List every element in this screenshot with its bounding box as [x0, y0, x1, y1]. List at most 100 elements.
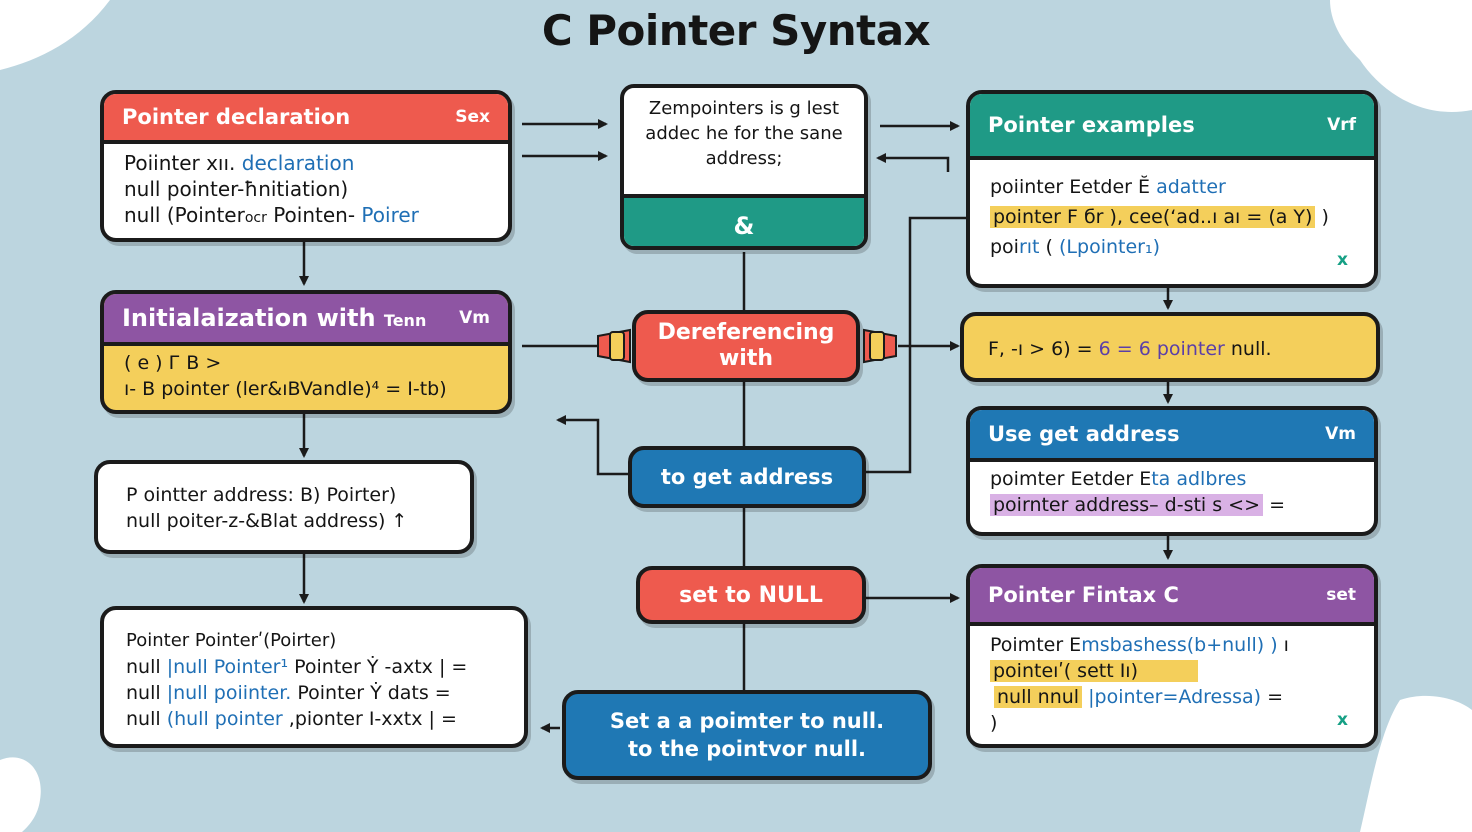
page-title: C Pointer Syntax — [541, 6, 931, 55]
initialization-title-text: Initialaization with — [122, 304, 376, 332]
code-text: ( — [1039, 236, 1060, 258]
code-text: ,pionter I-xxtx | = — [282, 708, 457, 730]
code-text: Pointer Pointerʹ(Poirter) — [126, 630, 337, 651]
address-operator-box: Ζempointers is g lest addec he for the s… — [620, 84, 868, 250]
expression-line: F, -ı > 6) = 6 = 6 pointer null. — [988, 336, 1356, 362]
declaration-tag: Sex — [455, 107, 490, 127]
null-line: Pointer Pointerʹ(Poirter) — [126, 628, 504, 654]
null-line: null |null poiinter. Pointer Ẏ dats = — [126, 680, 504, 706]
code-text: null — [126, 708, 167, 730]
declaration-title: Pointer declaration — [122, 105, 351, 129]
code-text: null (Pointer — [124, 203, 245, 227]
examples-line: poirıt ( (Lpointer₁) — [990, 232, 1354, 262]
initialization-card: Initialaization with Tenn Vm ( e ) Г B >… — [100, 290, 512, 414]
code-text: = — [1261, 686, 1284, 708]
initialization-tag: Vm — [459, 308, 490, 328]
code-keyword: |null Pointer¹ — [166, 656, 289, 678]
pointer-fintax-card: Pointer Fintax C set Poimter Emsbashess(… — [966, 564, 1378, 748]
code-keyword: (Lpointer₁) — [1059, 236, 1160, 258]
address-line: null poiter-z-&Blat address) ↑ — [126, 510, 408, 532]
use-address-title: Use get address — [988, 422, 1180, 446]
code-text: Pointen- — [266, 203, 362, 227]
code-text: null pointer-ħnitiation) — [124, 177, 349, 201]
get-address-pill: to get address — [628, 446, 866, 508]
dereferencing-label: with — [718, 346, 774, 371]
set-null-desc-line: Set a a poimter to null. — [609, 709, 885, 733]
code-text: ) — [1315, 206, 1329, 228]
initialization-header: Initialaization with Tenn Vm — [104, 294, 508, 346]
text-line: address; — [705, 148, 783, 169]
set-null-desc-line: to the pointᴠor null. — [627, 737, 867, 761]
set-null-pill: set to NULL — [636, 566, 866, 624]
pointer-declaration-card: Pointer declaration Sex Poiinter xıı. de… — [100, 90, 512, 242]
initialization-title: Initialaization with Tenn — [122, 304, 426, 332]
address-body: P ointter address: B) Poirter) null poit… — [98, 464, 470, 540]
use-address-card: Use get address Vm poimter Eetder Eta ad… — [966, 406, 1378, 536]
code-text: Pointer Ẏ dats = — [291, 682, 451, 704]
declaration-header: Pointer declaration Sex — [104, 94, 508, 144]
code-text: F, -ı > 6) = — [988, 338, 1099, 360]
code-text: null — [126, 656, 167, 678]
fintax-title: Pointer Fintax C — [988, 583, 1179, 607]
code-highlight: pointeıʹ( sett Iı) — [990, 660, 1198, 682]
code-keyword: declaration — [241, 151, 355, 175]
code-highlight: null nnul — [994, 686, 1083, 708]
dereferencing-pill: Dereferencing with — [632, 310, 860, 382]
address-operator-text: Ζempointers is g lest addec he for the s… — [624, 88, 864, 194]
examples-line: pointer F бr ), cee(ʻad..ı aı = (a Y) ) — [990, 202, 1354, 232]
code-text: null. — [1224, 338, 1272, 360]
code-keyword: msbashess(b+null) ) — [1081, 634, 1278, 656]
text-line: addec he for the sane — [645, 123, 843, 144]
code-text: Poiinter xıı. — [124, 151, 242, 175]
declaration-line: Poiinter xıı. declaration — [124, 150, 488, 176]
check-mark: x — [1337, 710, 1348, 730]
address-line: P ointter address: B) Poirter) — [126, 484, 397, 506]
initialization-line: ( e ) Г B > — [124, 352, 222, 374]
pointer-examples-card: Pointer examples Vrf poiinter Eetder Ĕ a… — [966, 90, 1378, 288]
text-line: Ζempointers is g lest — [648, 98, 840, 119]
code-text: null — [126, 682, 167, 704]
declaration-line: null pointer-ħnitiation) — [124, 176, 488, 202]
initialization-body: ( e ) Г B > ı- B pointer (ler&ıBVandle)⁴… — [104, 346, 508, 408]
fintax-line: pointeıʹ( sett Iı) — [990, 658, 1354, 684]
code-text: poi — [990, 236, 1019, 258]
expression-card: F, -ı > 6) = 6 = 6 pointer null. — [960, 312, 1380, 382]
null-pointer-body: Pointer Pointerʹ(Poirter) null |null Poi… — [104, 610, 524, 738]
code-text: = — [1263, 494, 1285, 516]
fintax-tag: set — [1326, 585, 1356, 605]
code-keyword: ta adlbres — [1151, 468, 1247, 490]
examples-line: poiinter Eetder Ĕ adatter — [990, 172, 1354, 202]
address-card: P ointter address: B) Poirter) null poit… — [94, 460, 474, 554]
expression-body: F, -ı > 6) = 6 = 6 pointer null. — [964, 316, 1376, 368]
examples-body: poiinter Eetder Ĕ adatter pointer F бr )… — [970, 160, 1374, 268]
examples-header: Pointer examples Vrf — [970, 94, 1374, 160]
fintax-line: null nnul |pointer=Adressa) = — [990, 684, 1354, 710]
code-keyword: Poirer — [361, 203, 419, 227]
null-pointer-card: Pointer Pointerʹ(Poirter) null |null Poi… — [100, 606, 528, 748]
fintax-body: Poimter Emsbashess(b+null) ) ı pointeıʹ(… — [970, 626, 1374, 742]
code-highlight: poirnter address– d-sti s <> — [990, 494, 1264, 516]
code-small: ocr — [244, 210, 267, 226]
code-keyword: adatter — [1156, 176, 1226, 198]
dereferencing-label: Dereferencing — [657, 320, 835, 345]
code-keyword: |null poiinter. — [166, 682, 292, 704]
code-keyword: rıt — [1018, 236, 1040, 258]
fintax-line: ) — [990, 712, 998, 734]
null-line: null |null Pointer¹ Pointer Ẏ -axtx | = — [126, 654, 504, 680]
use-address-line: poirnter address– d-sti s <> = — [990, 492, 1354, 518]
code-text: poimter Eetder E — [990, 468, 1152, 490]
null-line: null (hull pointer ,pionter I-xxtx | = — [126, 706, 504, 732]
examples-tag: Vrf — [1327, 115, 1356, 135]
check-mark: x — [1337, 250, 1348, 270]
code-text: Poimter E — [990, 634, 1082, 656]
set-null-description: Set a a poimter to null. to the pointᴠor… — [562, 690, 932, 780]
code-keyword: |pointer=Adressa) — [1082, 686, 1262, 708]
fintax-line: Poimter Emsbashess(b+null) ) ı — [990, 632, 1354, 658]
code-keyword: 6 = 6 pointer — [1098, 338, 1225, 360]
use-address-tag: Vm — [1325, 424, 1356, 444]
get-address-label: to get address — [660, 465, 834, 489]
examples-title: Pointer examples — [988, 113, 1195, 137]
declaration-line: null (Pointerocr Pointen- Poirer — [124, 202, 488, 231]
use-address-body: poimter Eetder Eta adlbres poirnter addr… — [970, 462, 1374, 524]
use-address-header: Use get address Vm — [970, 410, 1374, 462]
